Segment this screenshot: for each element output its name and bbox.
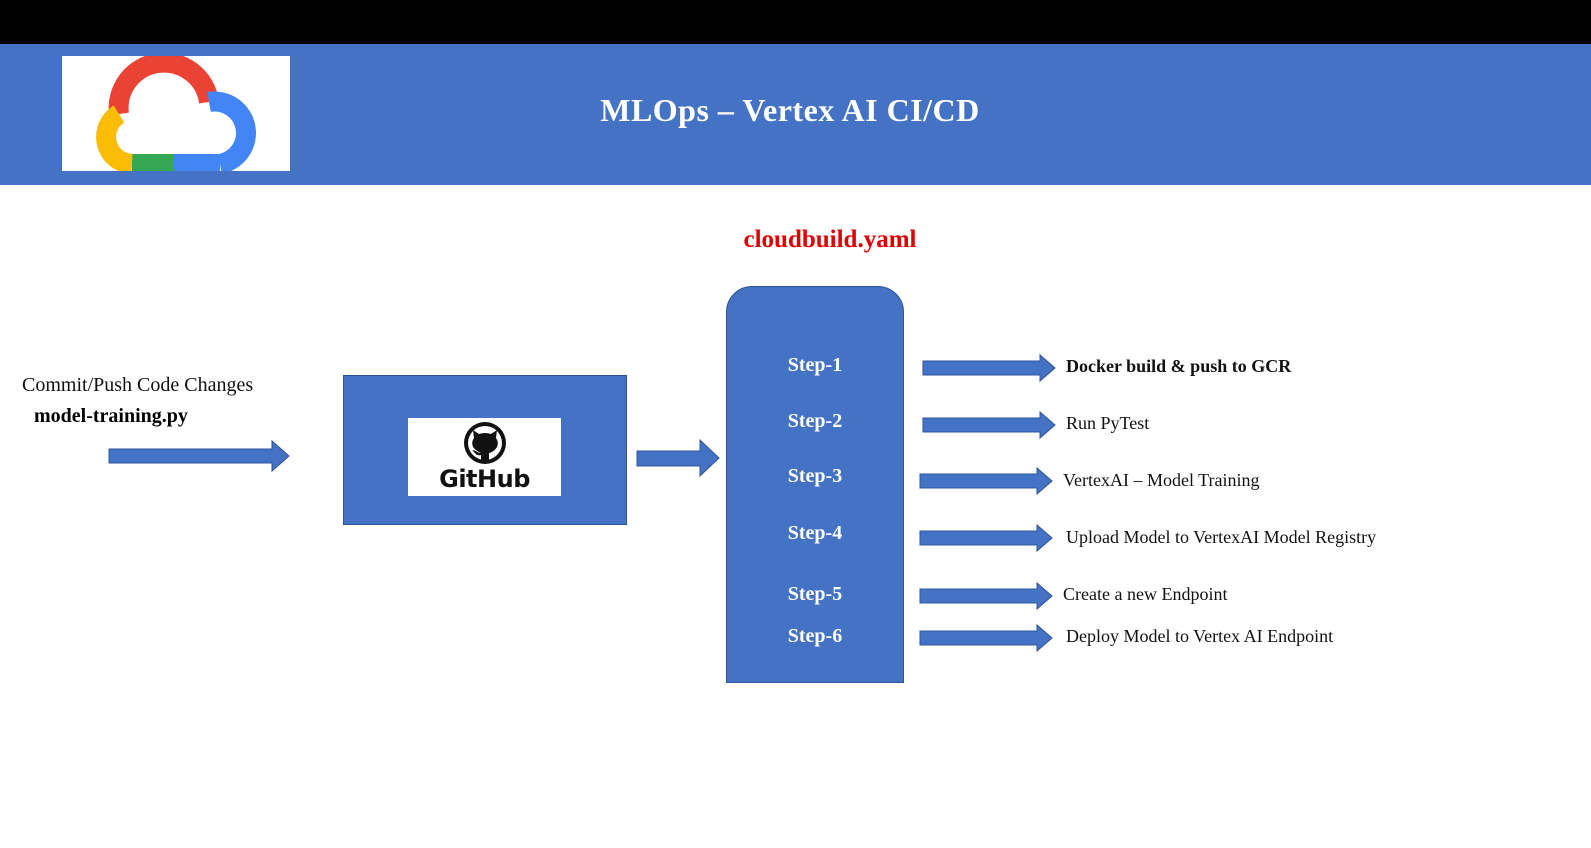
step-6-arrow	[919, 623, 1053, 653]
step-4-label: Step-4	[787, 522, 843, 544]
step-1-description: Docker build & push to GCR	[1066, 356, 1292, 376]
step-1-label: Step-1	[787, 354, 843, 376]
github-repo-box: GitHub	[343, 375, 627, 525]
step-4-arrow	[919, 523, 1053, 553]
step-1-arrow	[922, 353, 1056, 383]
step-3-arrow	[919, 466, 1053, 496]
cloudbuild-file-label: cloudbuild.yaml	[743, 226, 917, 253]
github-wordmark: GitHub	[439, 465, 530, 493]
page-title: MLOps – Vertex AI CI/CD	[600, 92, 980, 128]
step-6-label: Step-6	[787, 625, 843, 647]
step-2-description: Run PyTest	[1066, 413, 1150, 433]
step-5-label: Step-5	[787, 583, 843, 605]
cloudbuild-pipeline	[726, 286, 904, 683]
step-2-label: Step-2	[787, 410, 843, 432]
step-2-arrow	[922, 410, 1056, 440]
step-3-description: VertexAI – Model Training	[1063, 470, 1260, 490]
step-6-description: Deploy Model to Vertex AI Endpoint	[1066, 626, 1334, 646]
top-black-bar	[0, 0, 1591, 44]
github-to-pipeline-arrow	[636, 438, 720, 478]
step-3-label: Step-3	[787, 465, 843, 487]
commit-arrow	[108, 439, 290, 473]
source-file-name: model-training.py	[34, 405, 188, 427]
step-5-arrow	[919, 581, 1053, 611]
google-cloud-logo	[62, 56, 290, 171]
google-cloud-logo-icon	[96, 56, 256, 171]
step-5-description: Create a new Endpoint	[1063, 584, 1228, 604]
github-octocat-icon	[464, 422, 506, 464]
github-logo: GitHub	[408, 418, 561, 496]
step-4-description: Upload Model to VertexAI Model Registry	[1066, 527, 1377, 547]
commit-label: Commit/Push Code Changes	[22, 374, 254, 396]
